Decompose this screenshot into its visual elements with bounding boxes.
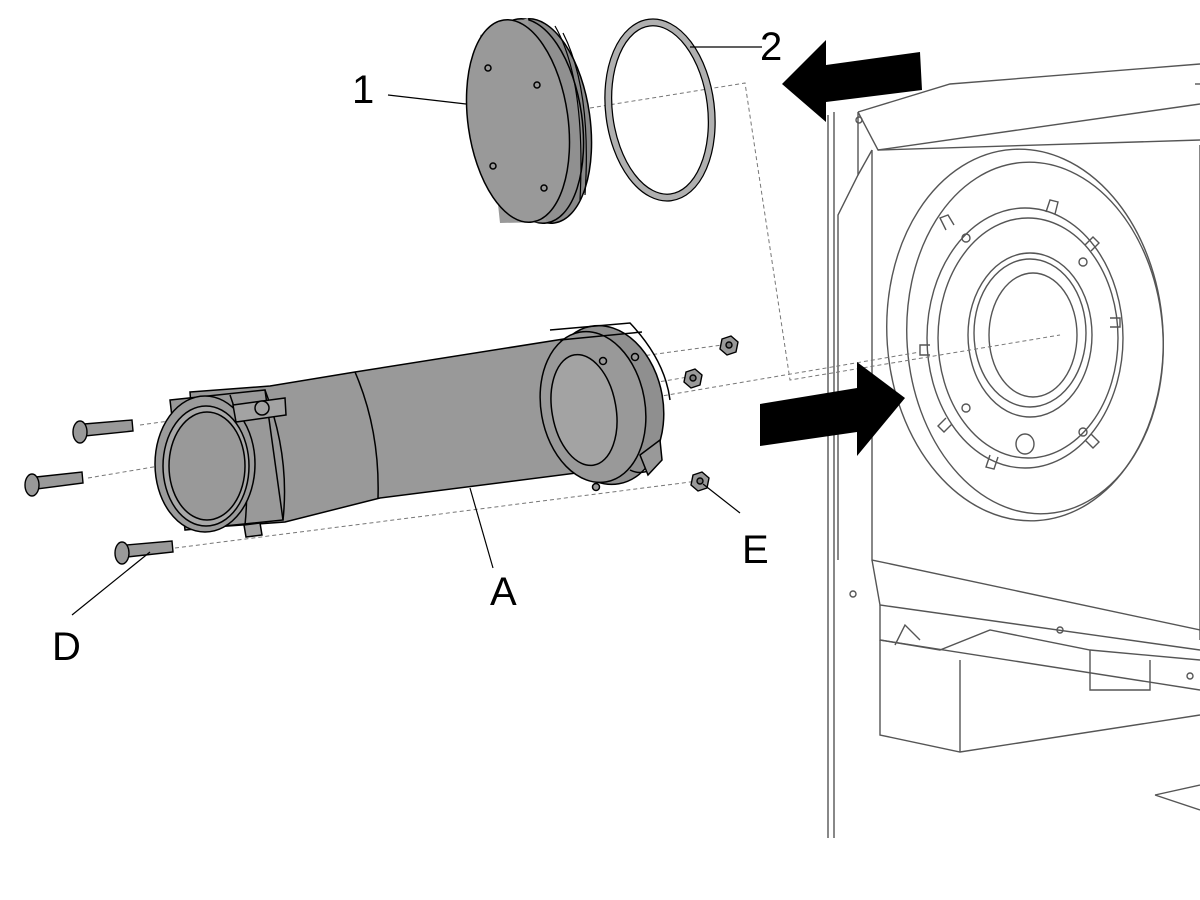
direction-arrows [760,40,922,456]
callout-d: D [52,625,81,669]
callout-a: A [490,570,517,614]
callout-e: E [742,528,769,572]
nuts-part-e [683,335,739,492]
spindle-face-plate [886,148,1164,522]
spindle-tube-part-a [154,322,671,538]
arrow-left-icon [782,40,922,122]
callout-1: 1 [352,68,374,112]
leader-lines [71,46,762,616]
screws-part-d [24,419,174,565]
end-cap-part-1 [465,18,593,224]
callout-labels: 1 2 A D E [52,25,782,669]
o-ring-part-2 [604,18,716,202]
machine-housing [827,63,1200,838]
callout-2: 2 [760,25,782,69]
arrow-right-icon [760,362,905,456]
